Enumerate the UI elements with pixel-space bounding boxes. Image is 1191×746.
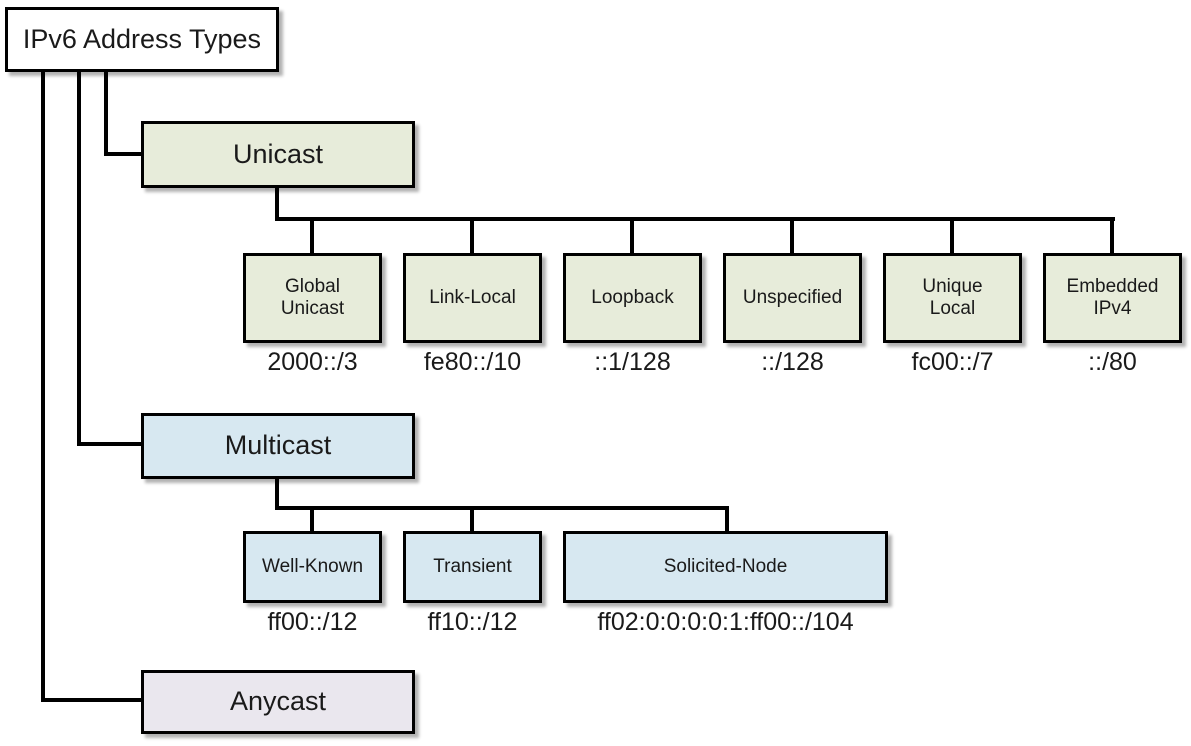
node-anycast[interactable]: Anycast — [141, 670, 415, 734]
node-link-local-label: Link-Local — [429, 286, 516, 308]
trunk-line-multicast — [77, 68, 81, 446]
prefix-transient: ff10::/12 — [427, 608, 518, 636]
prefix-unspecified: ::/128 — [761, 348, 824, 376]
root-node-label: IPv6 Address Types — [22, 23, 262, 54]
prefix-solicited-node: ff02:0:0:0:0:1:ff00::/104 — [597, 608, 854, 636]
node-loopback[interactable]: Loopback — [563, 253, 702, 343]
unicast-child-stub-3 — [630, 217, 634, 253]
prefix-global-unicast: 2000::/3 — [267, 348, 358, 376]
node-multicast[interactable]: Multicast — [141, 413, 415, 479]
prefix-loopback: ::1/128 — [594, 348, 671, 376]
unicast-child-stub-5 — [950, 217, 954, 253]
trunk-line-anycast — [41, 68, 45, 702]
unicast-bus-line — [275, 217, 1115, 221]
multicast-drop-line — [275, 477, 279, 510]
node-unspecified[interactable]: Unspecified — [723, 253, 862, 343]
node-well-known[interactable]: Well-Known — [243, 531, 382, 603]
elbow-line-multicast — [77, 442, 144, 446]
unicast-child-stub-6 — [1110, 217, 1114, 253]
trunk-line-unicast — [104, 68, 108, 156]
root-node-ipv6-address-types[interactable]: IPv6 Address Types — [5, 7, 279, 72]
node-link-local[interactable]: Link-Local — [403, 253, 542, 343]
node-unique-local[interactable]: Unique Local — [883, 253, 1022, 343]
elbow-line-unicast — [104, 152, 144, 156]
node-global-unicast[interactable]: Global Unicast — [243, 253, 382, 343]
unicast-drop-line — [275, 186, 279, 221]
multicast-child-stub-3 — [725, 506, 729, 533]
multicast-child-stub-1 — [310, 506, 314, 533]
node-embedded-ipv4-label: Embedded IPv4 — [1066, 275, 1159, 319]
node-unicast-label: Unicast — [232, 138, 324, 169]
prefix-link-local: fe80::/10 — [423, 348, 522, 376]
node-embedded-ipv4[interactable]: Embedded IPv4 — [1043, 253, 1182, 343]
node-global-unicast-label: Global Unicast — [280, 275, 345, 319]
node-multicast-label: Multicast — [224, 430, 332, 461]
node-unique-local-label: Unique Local — [922, 275, 983, 319]
node-unspecified-label: Unspecified — [742, 286, 843, 308]
unicast-child-stub-4 — [790, 217, 794, 253]
prefix-embedded-ipv4: ::/80 — [1088, 348, 1137, 376]
unicast-child-stub-2 — [470, 217, 474, 253]
node-unicast[interactable]: Unicast — [141, 121, 415, 188]
node-anycast-label: Anycast — [229, 686, 327, 717]
unicast-child-stub-1 — [310, 217, 314, 253]
node-transient-label: Transient — [433, 555, 512, 577]
prefix-well-known: ff00::/12 — [267, 608, 358, 636]
node-loopback-label: Loopback — [591, 286, 674, 308]
prefix-unique-local: fc00::/7 — [911, 348, 994, 376]
elbow-line-anycast — [41, 698, 144, 702]
multicast-bus-line — [275, 506, 729, 510]
node-solicited-node[interactable]: Solicited-Node — [563, 531, 888, 603]
node-transient[interactable]: Transient — [403, 531, 542, 603]
multicast-child-stub-2 — [470, 506, 474, 533]
node-solicited-node-label: Solicited-Node — [663, 555, 788, 577]
node-well-known-label: Well-Known — [261, 555, 364, 577]
